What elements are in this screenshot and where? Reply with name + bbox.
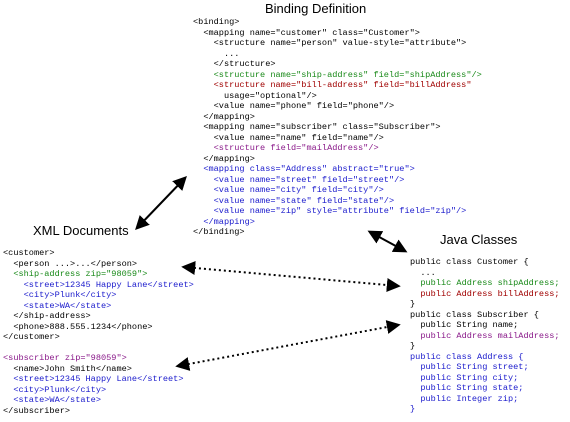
code-line: <value name="phone" field="phone"/> xyxy=(193,101,395,111)
code-line: <value name="street" field="street"/> xyxy=(193,174,405,185)
binding-definition-code: <binding> <mapping name="customer" class… xyxy=(193,17,482,238)
code-line: </mapping> xyxy=(193,111,255,122)
code-line: <ship-address zip="98059"> xyxy=(3,269,148,279)
code-line: </customer> xyxy=(3,332,60,342)
code-line: public Address shipAddress; xyxy=(410,278,560,288)
xml-documents-title: XML Documents xyxy=(33,223,129,238)
code-line: <value name="zip" style="attribute" fiel… xyxy=(193,206,467,216)
code-line: public String state; xyxy=(410,383,524,393)
code-line: ... xyxy=(410,267,436,278)
subscriber-xml-document: <subscriber zip="98059"> <name>John Smit… xyxy=(3,353,184,416)
code-line: <structure name="bill-address" field="bi… xyxy=(193,80,472,90)
code-line: <mapping class="Address" abstract="true"… xyxy=(193,164,415,174)
code-line: </structure> xyxy=(193,59,276,69)
code-line: <binding> xyxy=(193,17,240,27)
code-line: public String street; xyxy=(410,362,529,372)
code-line: <structure name="person" value-style="at… xyxy=(193,38,467,48)
code-line: public class Address { xyxy=(410,351,524,362)
code-line: public class Customer { xyxy=(410,257,529,267)
binding-definition-title: Binding Definition xyxy=(265,1,367,16)
binding-java-arrow xyxy=(367,230,408,253)
code-line: } xyxy=(410,341,416,351)
code-line: <name>John Smith</name> xyxy=(3,363,132,374)
code-line: <structure field="mailAddress"/> xyxy=(193,143,379,153)
code-line: </ship-address> xyxy=(3,311,91,321)
code-line: </mapping> xyxy=(193,216,255,227)
subscriber-mapping-arrow xyxy=(175,320,401,371)
code-line: <street>12345 Happy Lane</street> xyxy=(3,374,184,384)
code-line: <street>12345 Happy Lane</street> xyxy=(3,279,194,290)
code-line: <state>WA</state> xyxy=(3,395,101,405)
code-line: <structure name="ship-address" field="sh… xyxy=(193,69,482,80)
code-line: <city>Plunk</city> xyxy=(3,290,117,300)
code-line: <value name="city" field="city"/> xyxy=(193,185,384,195)
binding-xml-arrow xyxy=(135,175,187,231)
code-line: <city>Plunk</city> xyxy=(3,384,107,395)
java-classes-title: Java Classes xyxy=(440,232,518,247)
code-line: } xyxy=(410,299,416,309)
code-line: public String city; xyxy=(410,372,519,383)
code-line: <value name="state" field="state"/> xyxy=(193,195,395,206)
code-line: public Address billAddress; xyxy=(410,288,560,299)
code-line: <state>WA</state> xyxy=(3,300,112,311)
code-line: <subscriber zip="98059"> xyxy=(3,353,127,363)
java-classes-code: public class Customer { ... public Addre… xyxy=(410,257,560,415)
code-line: public Address mailAddress; xyxy=(410,330,560,341)
code-line: <person ...>...</person> xyxy=(3,258,138,269)
code-line: public class Subscriber { xyxy=(410,309,539,320)
code-line: <phone>888.555.1234</phone> xyxy=(3,321,153,332)
code-line: } xyxy=(410,404,416,414)
code-line: public Integer zip; xyxy=(410,393,519,404)
code-line: public String name; xyxy=(410,320,519,330)
customer-mapping-arrow xyxy=(181,261,401,292)
code-line: <value name="name" field="name"/> xyxy=(193,132,384,143)
code-line: <mapping name="customer" class="Customer… xyxy=(193,27,420,38)
code-line: ... xyxy=(193,48,240,59)
code-line: </subscriber> xyxy=(3,405,71,416)
code-line: usage="optional"/> xyxy=(193,90,317,101)
code-line: <customer> xyxy=(3,248,55,258)
customer-xml-document: <customer> <person ...>...</person> <shi… xyxy=(3,248,194,343)
code-line: <mapping name="subscriber" class="Subscr… xyxy=(193,122,441,132)
code-line: </mapping> xyxy=(193,153,255,164)
code-line: </binding> xyxy=(193,227,245,237)
